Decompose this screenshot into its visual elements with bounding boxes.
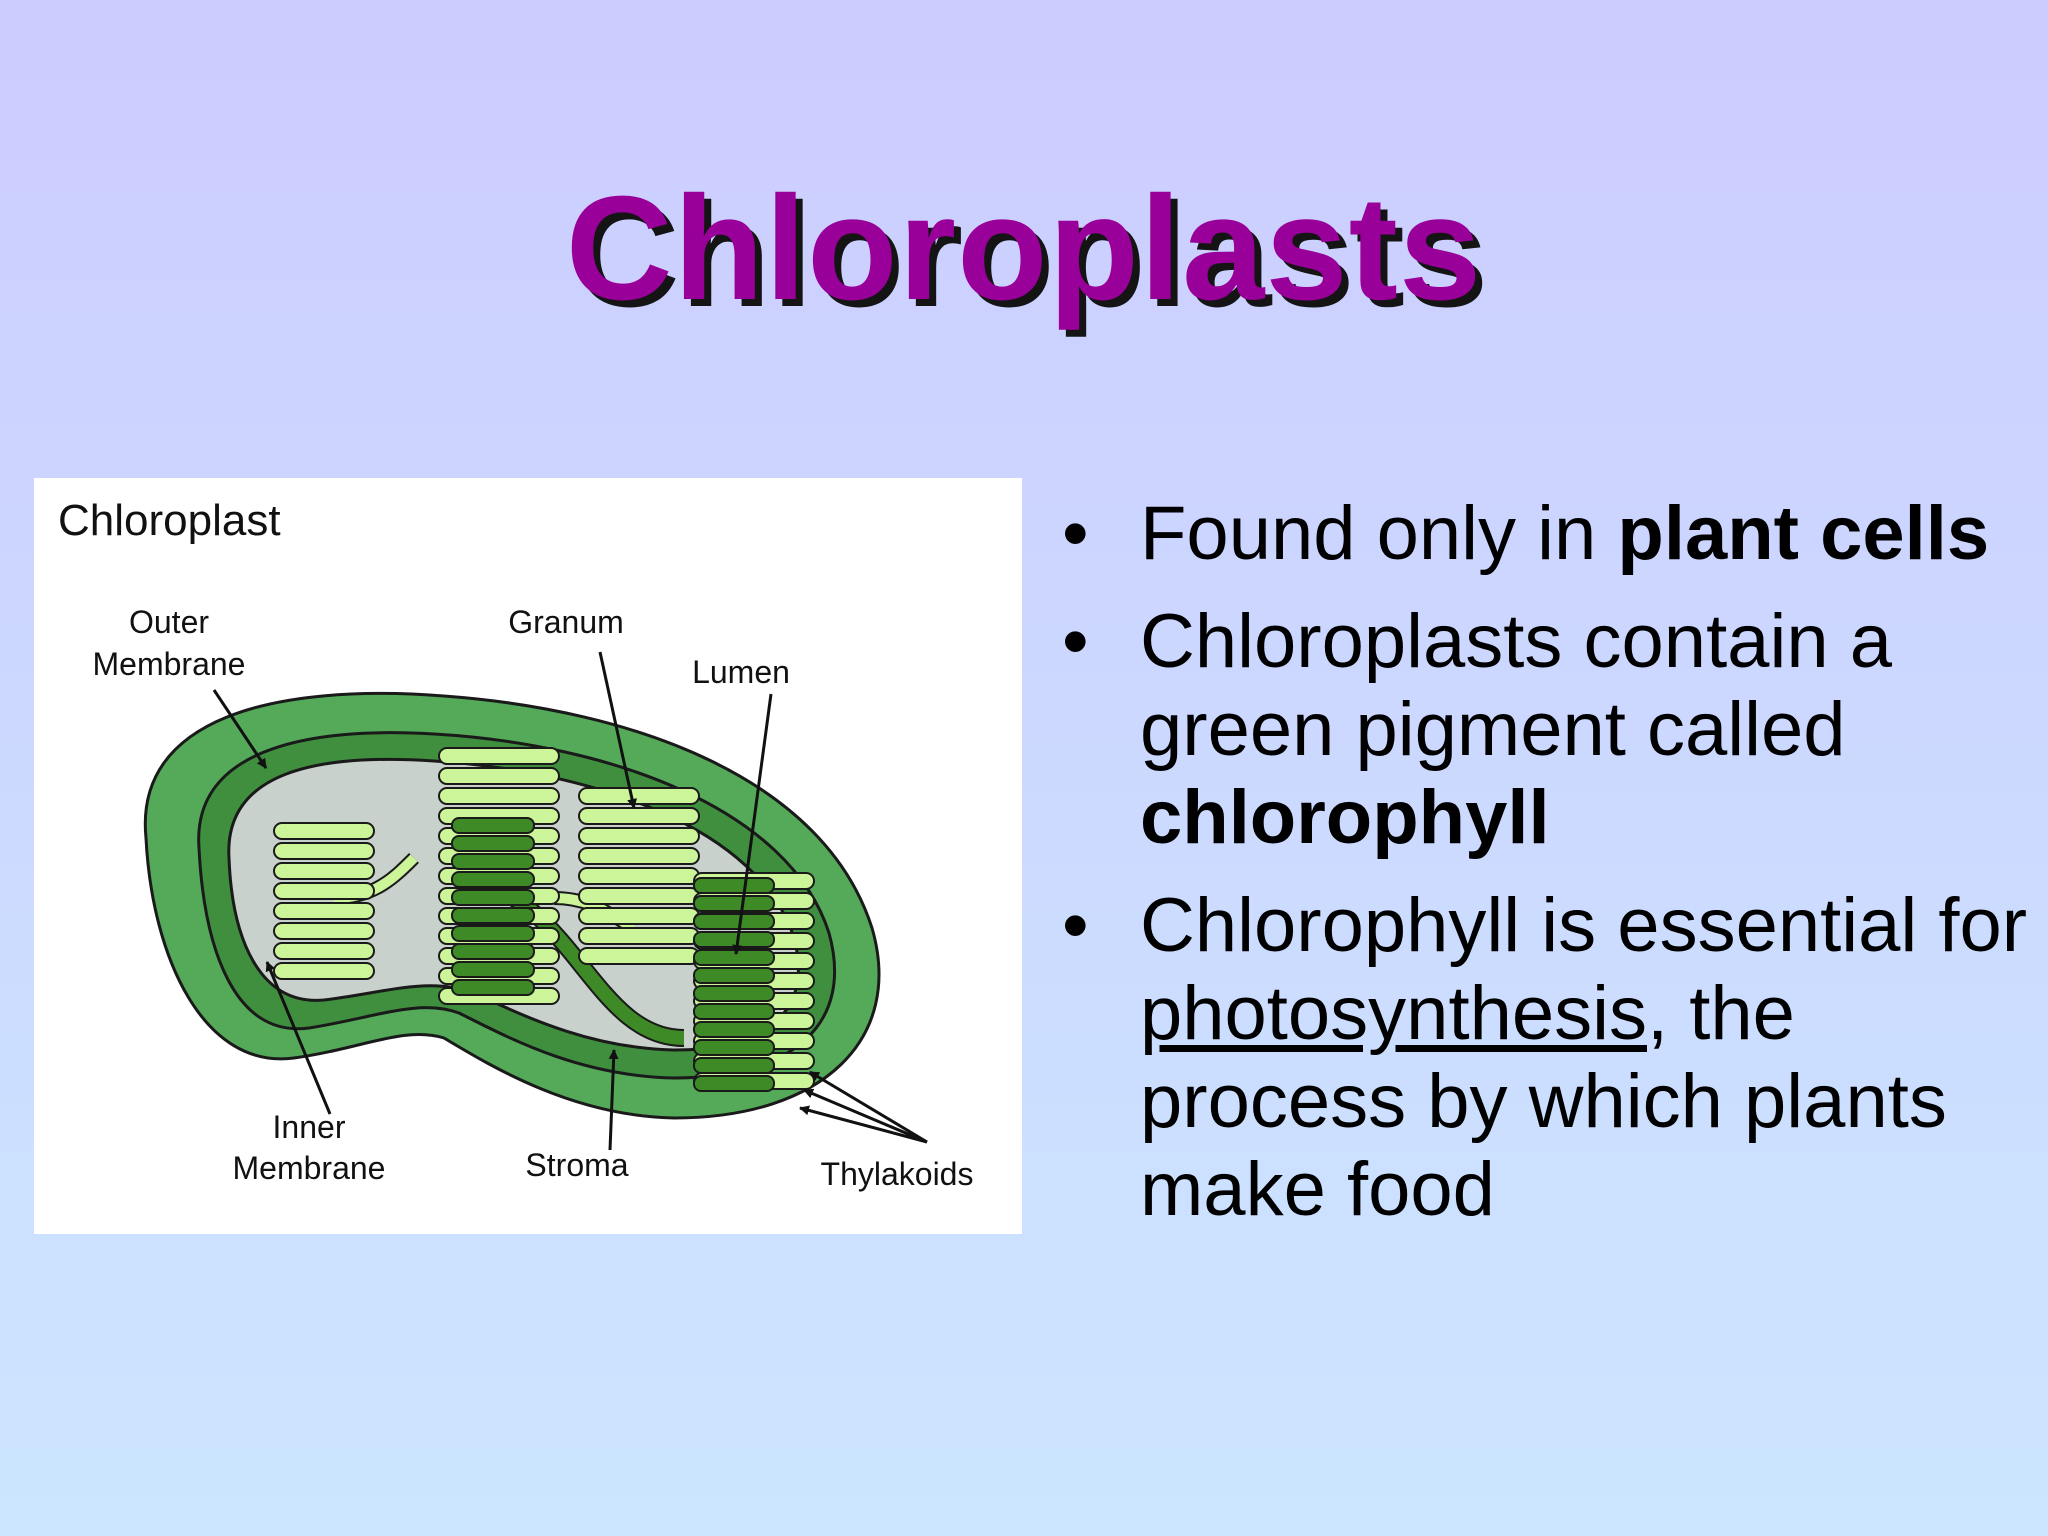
chloroplast-diagram: Chloroplast Outer Membrane Granum Lumen …: [34, 478, 1022, 1234]
bullet-text-end: , the process by which plants make food: [1140, 971, 1947, 1232]
bullet-emphasis: chlorophyll: [1140, 775, 1550, 860]
thylakoids-leader-3: [799, 1105, 928, 1144]
bullet-underlined-term: photosynthesis: [1140, 971, 1647, 1056]
bullet-dot: •: [1062, 599, 1089, 684]
thylakoids-label: Thylakoids: [821, 1156, 974, 1192]
outer-membrane-label-line2: Membrane: [93, 646, 246, 682]
outer-membrane-label-line1: Outer: [129, 604, 209, 640]
granum-stack-right: [578, 787, 700, 965]
bullet-text: Found only in: [1140, 491, 1618, 576]
bullet-item: • Chlorophyll is essential for photosynt…: [1060, 882, 2035, 1234]
bullet-item: • Found only in plant cells: [1060, 490, 2035, 578]
lumen-leader: [732, 693, 773, 955]
granum-stack-far-right: [693, 872, 815, 1092]
inner-membrane-label-line1: Inner: [273, 1109, 346, 1145]
thylakoids-leader-1: [809, 1070, 928, 1144]
bullet-item: • Chloroplasts contain a green pigment c…: [1060, 598, 2035, 862]
bullet-list: • Found only in plant cells • Chloroplas…: [1060, 490, 2035, 1254]
stroma-leader: [608, 1049, 619, 1151]
bullet-text: Chloroplasts contain a green pigment cal…: [1140, 599, 1892, 772]
lumen-label: Lumen: [692, 654, 790, 690]
granum-label: Granum: [508, 604, 624, 640]
granum-stack-left: [273, 822, 375, 980]
granum-leader: [598, 651, 637, 809]
thylakoids-leader-2: [803, 1088, 928, 1144]
inner-membrane-leader: [265, 961, 332, 1115]
diagram-heading: Chloroplast: [58, 496, 281, 545]
granum-cut-section: [451, 817, 535, 996]
inner-membrane-label-line2: Membrane: [233, 1150, 386, 1186]
slide-title: Chloroplasts: [565, 166, 1483, 331]
chloroplast-illustration: Chloroplast Outer Membrane Granum Lumen …: [58, 496, 974, 1192]
bullet-dot: •: [1062, 491, 1089, 576]
bullet-dot: •: [1062, 883, 1089, 968]
bullet-text: Chlorophyll is essential for: [1140, 883, 2028, 968]
outer-membrane-leader: [212, 689, 268, 769]
bullet-emphasis: plant cells: [1617, 491, 1990, 576]
stroma-label: Stroma: [525, 1147, 628, 1183]
